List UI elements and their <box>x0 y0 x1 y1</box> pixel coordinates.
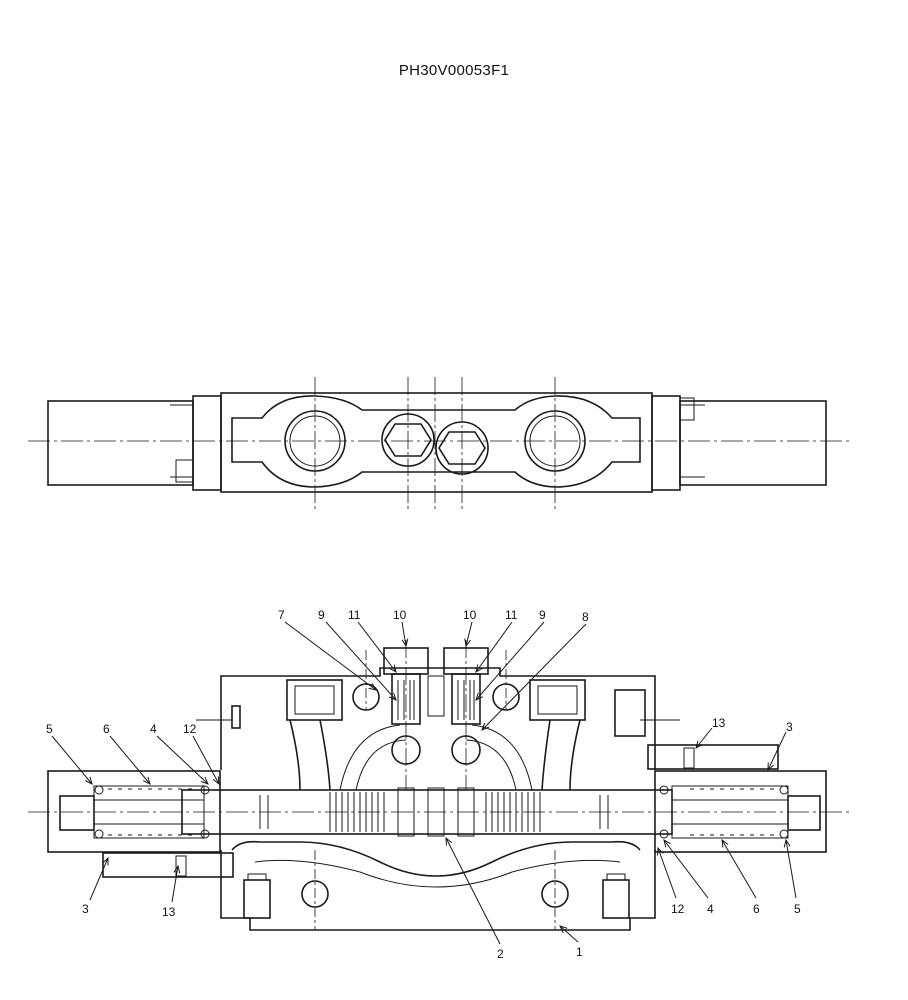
callout-3-left: 3 <box>82 902 89 916</box>
callout-9-right: 9 <box>539 608 546 622</box>
callout-9-left: 9 <box>318 608 325 622</box>
section-view <box>28 640 850 931</box>
callout-4-right: 4 <box>707 902 714 916</box>
callout-12-right: 12 <box>671 902 685 916</box>
callout-6-left: 6 <box>103 722 110 736</box>
callout-1: 1 <box>576 945 583 959</box>
drawing-id: PH30V00053F1 <box>398 62 510 79</box>
callout-8: 8 <box>582 610 589 624</box>
callout-4-left: 4 <box>150 722 157 736</box>
top-view <box>28 377 850 510</box>
callout-3-right: 3 <box>786 720 793 734</box>
spool-grooves <box>259 787 609 837</box>
callout-13-left: 13 <box>162 905 176 919</box>
callout-11-right: 11 <box>505 608 518 622</box>
callout-10-left: 10 <box>393 608 407 622</box>
callout-7: 7 <box>278 608 285 622</box>
callout-6-right: 6 <box>753 902 760 916</box>
callout-11-left: 11 <box>348 608 361 622</box>
callout-2: 2 <box>497 947 504 961</box>
callout-5-right: 5 <box>794 902 801 916</box>
callout-13-right: 13 <box>712 716 726 730</box>
callout-5-left: 5 <box>46 722 53 736</box>
callout-12-left: 12 <box>183 722 197 736</box>
callout-10-right: 10 <box>463 608 477 622</box>
callouts: 5 6 4 12 3 13 7 9 11 10 10 11 9 8 13 3 1 <box>46 608 801 961</box>
